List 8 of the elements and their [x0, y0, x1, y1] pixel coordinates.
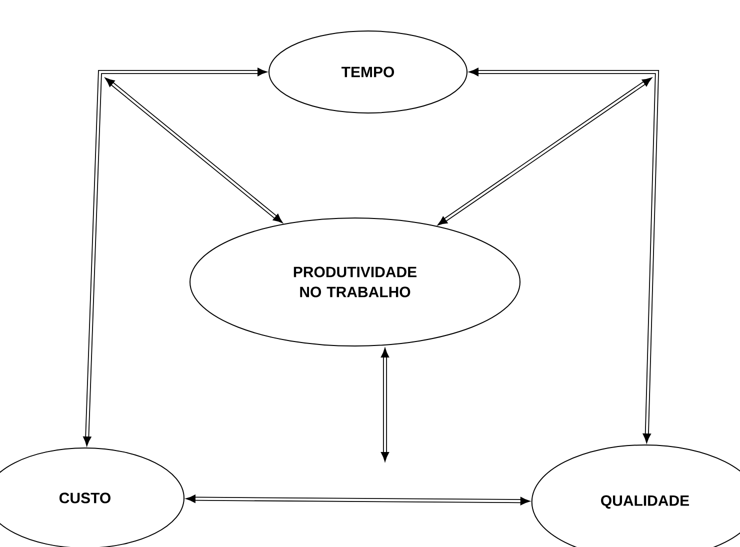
double-arrow	[104, 78, 283, 224]
ellipse-node: PRODUTIVIDADE NO TRABALHO	[190, 218, 520, 346]
ellipse-node: TEMPO	[268, 30, 468, 114]
double-arrow	[380, 348, 390, 462]
double-arrow	[438, 78, 652, 226]
double-arrow	[83, 68, 268, 446]
double-arrow	[468, 68, 660, 444]
double-arrow	[186, 494, 530, 506]
